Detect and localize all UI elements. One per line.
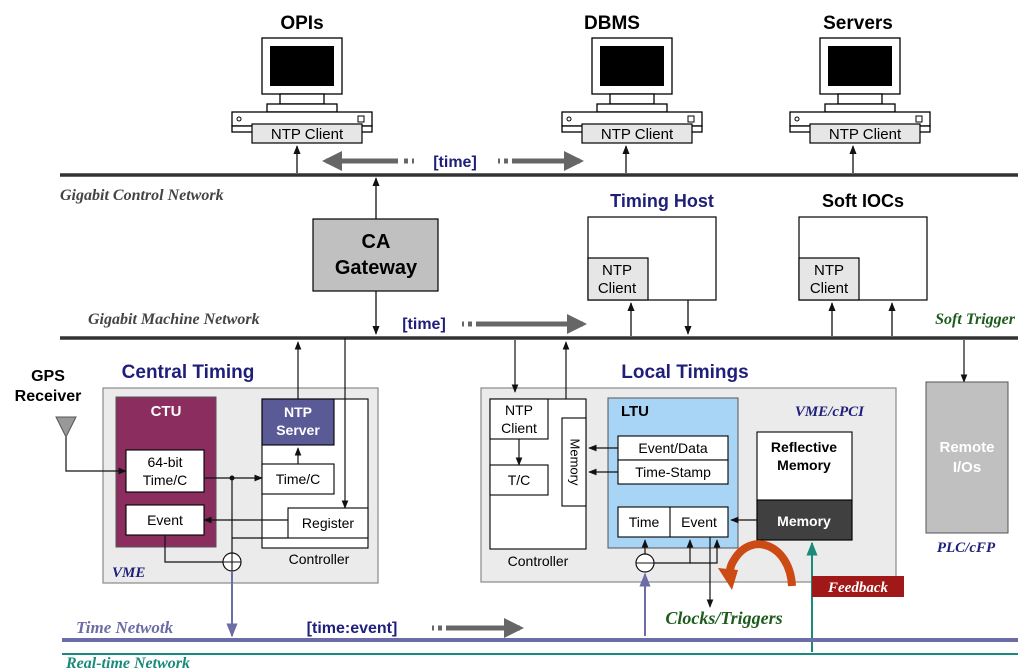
rm-memory-label: Memory [777, 513, 831, 529]
dbms-ntp-client-label: NTP Client [601, 126, 674, 143]
ltu-label: LTU [621, 403, 649, 420]
ntp-server-line2: Server [276, 422, 320, 438]
ca-gateway-box [312, 218, 439, 292]
clocks-triggers-label: Clocks/Triggers [665, 608, 782, 628]
time-stamp-label: Time-Stamp [635, 464, 711, 480]
server-computer-icon [789, 37, 931, 133]
reflective-line1: Reflective [771, 439, 837, 455]
time-network-label: Time Netwotk [76, 618, 174, 637]
soft-iocs-ntp-box [798, 257, 860, 301]
junction-dot [229, 475, 235, 481]
servers-title: Servers [823, 13, 893, 34]
vme-cpci-label: VME/cPCI [795, 404, 865, 420]
ca-gateway-line1: CA [362, 231, 391, 253]
server-ntp-client-box [809, 123, 921, 144]
timing-host-title: Timing Host [610, 191, 714, 211]
opi-ntp-client-box [251, 123, 363, 144]
central-controller-label: Controller [289, 551, 350, 567]
central-timec-label: Time/C [276, 471, 321, 487]
ltu-time-label: Time [629, 514, 660, 530]
local-tc-box [489, 464, 549, 496]
ntp-server-box [261, 398, 335, 446]
feedback-badge [812, 576, 904, 597]
ctu-label: CTU [151, 403, 182, 420]
ntp-server-line1: NTP [284, 404, 312, 420]
remote-ios-box [925, 381, 1009, 534]
vme-label: VME [112, 565, 145, 581]
machine-network-label: Gigabit Machine Network [88, 311, 260, 328]
realtime-network-label: Real-time Network [65, 655, 190, 671]
machine-time-tag: [time] [402, 316, 446, 333]
opi-computer-icon [231, 37, 373, 133]
local-wiring [511, 340, 968, 608]
reflective-line2: Memory [777, 457, 831, 473]
opi-ntp-client-label: NTP Client [271, 126, 344, 143]
soft-trigger-label: Soft Trigger [935, 311, 1016, 328]
local-ntp-line2: Client [501, 420, 537, 436]
timing-host-ntp-line2: Client [598, 280, 637, 297]
local-controller-label: Controller [508, 553, 569, 569]
feedback-arrowhead-icon [718, 568, 738, 590]
soft-iocs-ntp-line1: NTP [814, 262, 844, 279]
central-timing-title: Central Timing [122, 362, 255, 383]
local-tc-label: T/C [508, 472, 531, 488]
dbms-computer-icon [561, 37, 703, 133]
gps-line2: Receiver [15, 388, 82, 405]
control-network-label: Gigabit Control Network [60, 187, 224, 204]
plc-cfp-label: PLC/cFP [937, 540, 996, 556]
soft-iocs-ntp-line2: Client [810, 280, 849, 297]
local-memory-label: Memory [568, 439, 583, 486]
local-memory-box [561, 417, 587, 507]
dbms-ntp-client-box [581, 123, 693, 144]
ca-gateway-line2: Gateway [335, 257, 418, 279]
timing-host-ntp-line1: NTP [602, 262, 632, 279]
ctu-64bit-line2: Time/C [143, 472, 188, 488]
event-data-label: Event/Data [638, 440, 707, 456]
ctu-64bit-line1: 64-bit [147, 454, 182, 470]
control-time-tag: [time] [433, 154, 477, 171]
ltu-event-label: Event [681, 514, 717, 530]
soft-iocs-title: Soft IOCs [822, 191, 904, 211]
server-ntp-client-label: NTP Client [829, 126, 902, 143]
feedback-label: Feedback [827, 580, 888, 596]
opis-title: OPIs [280, 13, 323, 34]
timing-host-ntp-box [587, 257, 649, 301]
central-timec-box [261, 463, 335, 495]
remote-ios-line2: I/Os [953, 459, 981, 476]
register-box [287, 507, 369, 539]
local-timings-title: Local Timings [621, 362, 748, 383]
ltu-time-event-box [617, 506, 729, 538]
dbms-title: DBMS [584, 13, 640, 34]
local-ntp-line1: NTP [505, 402, 533, 418]
gps-line1: GPS [31, 368, 65, 385]
ctu-event-box [125, 504, 205, 536]
register-label: Register [302, 515, 354, 531]
time-event-tag: [time:event] [307, 620, 398, 637]
event-data-box [617, 435, 729, 461]
central-wiring [65, 338, 349, 566]
ctu-event-label: Event [147, 512, 183, 528]
remote-ios-line1: Remote [939, 439, 994, 456]
gps-antenna-icon [55, 416, 77, 439]
